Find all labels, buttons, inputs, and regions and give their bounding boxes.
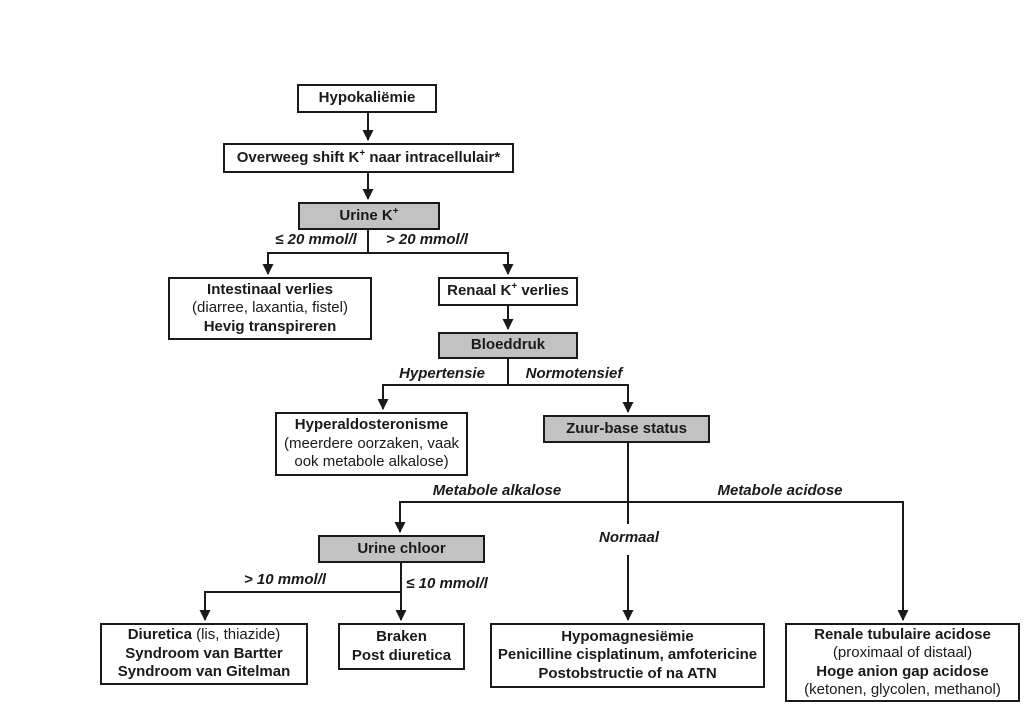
diuretica-line3: Syndroom van Gitelman [117, 663, 291, 681]
hypomagnesiemie-line3: Postobstructie of na ATN [538, 664, 717, 682]
box-zuur-base-status: Zuur-base status [543, 415, 710, 443]
box-urine-k-label: Urine K+ [339, 205, 399, 226]
diuretica-line1-rest: (lis, thiazide) [191, 626, 281, 644]
shift-label-pre: Overweeg shift K [236, 148, 360, 166]
diuretica-line2: Syndroom van Bartter [125, 644, 283, 662]
edge-label-normaal: Normaal [598, 529, 660, 546]
edge-label-metabole-alkalose: Metabole alkalose [432, 482, 562, 499]
box-bloeddruk-label: Bloeddruk [470, 336, 546, 354]
box-overweeg-shift: Overweeg shift K+ naar intracellulair* [223, 143, 514, 173]
box-overweeg-shift-label: Overweeg shift K+ naar intracellulair* [236, 147, 501, 168]
hyperaldosteronisme-line2: (meerdere oorzaken, vaak [283, 434, 460, 452]
hypomagnesiemie-line1: Hypomagnesiëmie [561, 627, 694, 645]
box-urine-k: Urine K+ [298, 202, 440, 230]
renaal-label-post: verlies [517, 282, 569, 300]
braken-line1: Braken [376, 628, 427, 645]
intestinaal-line1: Intestinaal verlies [207, 280, 333, 298]
box-bloeddruk: Bloeddruk [438, 332, 578, 359]
edge-label-le-10-mmol: ≤ 10 mmol/l [406, 575, 488, 592]
hypomagnesiemie-line2: Penicilline cisplatinum, amfotericine [497, 646, 758, 664]
box-hyperaldosteronisme: Hyperaldosteronisme (meerdere oorzaken, … [275, 412, 468, 476]
box-hypokaliemie-label: Hypokaliëmie [318, 89, 416, 107]
renale-line4: (ketonen, glycolen, methanol) [804, 681, 1001, 698]
box-hypokaliemie: Hypokaliëmie [297, 84, 437, 113]
renale-line1: Renale tubulaire acidose [814, 625, 991, 643]
intestinaal-line2: (diarree, laxantia, fistel) [192, 299, 348, 317]
renale-line2: (proximaal of distaal) [832, 644, 973, 661]
diuretica-line1-bold: Diuretica [127, 626, 192, 644]
diuretica-line1: Diuretica (lis, thiazide) [128, 626, 281, 645]
box-renaal-verlies: Renaal K+ verlies [438, 277, 578, 306]
hyperaldosteronisme-line1: Hyperaldosteronisme [294, 416, 449, 434]
box-diuretica: Diuretica (lis, thiazide) Syndroom van B… [100, 623, 308, 685]
box-braken: Braken Post diuretica [338, 623, 465, 670]
box-urine-chloor: Urine chloor [318, 535, 485, 563]
box-intestinaal-verlies: Intestinaal verlies (diarree, laxantia, … [168, 277, 372, 340]
edge-label-hypertensie: Hypertensie [399, 365, 485, 382]
box-zuur-base-status-label: Zuur-base status [566, 419, 687, 437]
edge-label-gt-10-mmol: > 10 mmol/l [243, 571, 327, 588]
shift-label-post: naar intracellulair* [365, 148, 501, 166]
connector-plain-segments [204, 229, 904, 593]
renale-line3: Hoge anion gap acidose [816, 662, 989, 680]
edge-label-metabole-acidose: Metabole acidose [717, 482, 843, 499]
box-renaal-verlies-label: Renaal K+ verlies [447, 282, 569, 301]
intestinaal-line3: Hevig transpireren [203, 317, 337, 335]
edge-label-le-20-mmol: ≤ 20 mmol/l [275, 231, 357, 248]
edge-label-normotensief: Normotensief [525, 365, 623, 382]
edge-label-gt-20-mmol: > 20 mmol/l [385, 231, 469, 248]
box-hypomagnesiemie: Hypomagnesiëmie Penicilline cisplatinum,… [490, 623, 765, 688]
box-renale-tubulaire-acidose: Renale tubulaire acidose (proximaal of d… [785, 623, 1020, 702]
connector-arrow-segments [199, 112, 909, 621]
urine-k-label-pre: Urine K [339, 206, 393, 224]
renaal-label-pre: Renaal K [447, 282, 512, 300]
shift-label-sup: + [359, 147, 366, 159]
braken-line2: Post diuretica [351, 646, 452, 664]
renaal-label-sup: + [511, 281, 518, 293]
hyperaldosteronisme-line3: ook metabole alkalose) [294, 453, 449, 471]
box-urine-chloor-label: Urine chloor [357, 539, 446, 557]
urine-k-label-sup: + [392, 205, 399, 217]
